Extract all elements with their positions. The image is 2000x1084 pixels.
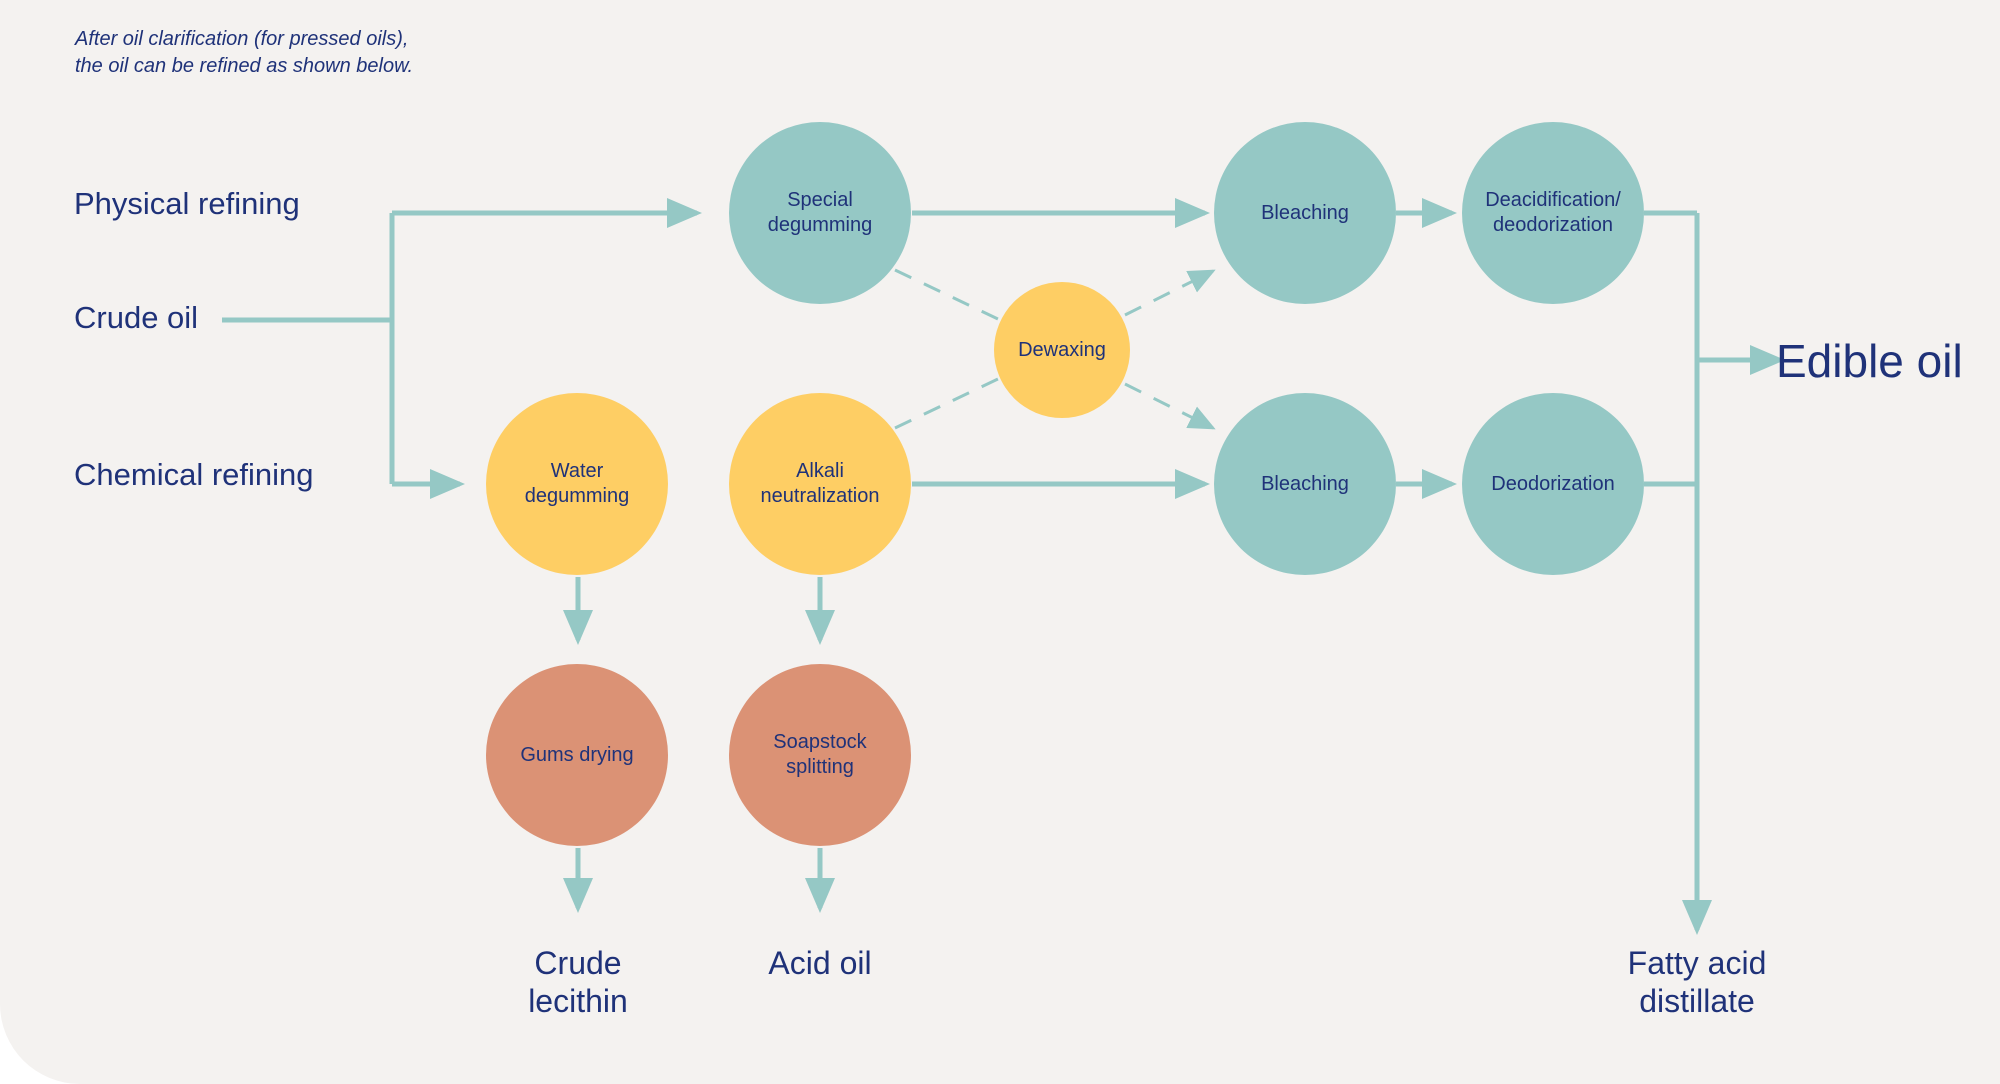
dashed-dewaxing-to-bleaching-top (1124, 269, 1216, 317)
intro-note: After oil clarification (for pressed oil… (75, 28, 413, 77)
edible-oil-label: Edible oil (1776, 335, 1963, 387)
bleaching-top-node: Bleaching (1214, 122, 1396, 304)
soapstock-splitting-node: Soapstock splitting (729, 664, 911, 846)
special-degumming-node: Special degumming (729, 122, 911, 304)
bleaching-bottom-node: Bleaching (1214, 393, 1396, 575)
dashed-alkali-to-dewaxing (894, 376, 1001, 430)
dashed-dewaxing-to-bleaching-bottom (1124, 382, 1216, 430)
physical-refining-label: Physical refining (74, 186, 300, 221)
alkali-neutralization-node: Alkali neutralization (729, 393, 911, 575)
dashed-special-to-dewaxing (894, 268, 1001, 322)
deacidification-node: Deacidification/ deodorization (1462, 122, 1644, 304)
chemical-refining-label: Chemical refining (74, 457, 314, 492)
deodorization-node: Deodorization (1462, 393, 1644, 575)
acid-oil-label: Acid oil (768, 945, 872, 981)
dewaxing-node: Dewaxing (994, 282, 1130, 418)
gums-drying-node: Gums drying (486, 664, 668, 846)
crude-lecithin-label: Crude lecithin (528, 945, 628, 1019)
water-degumming-node: Water degumming (486, 393, 668, 575)
crude-oil-label: Crude oil (74, 300, 199, 335)
fatty-acid-distillate-label: Fatty acid distillate (1627, 945, 1767, 1019)
